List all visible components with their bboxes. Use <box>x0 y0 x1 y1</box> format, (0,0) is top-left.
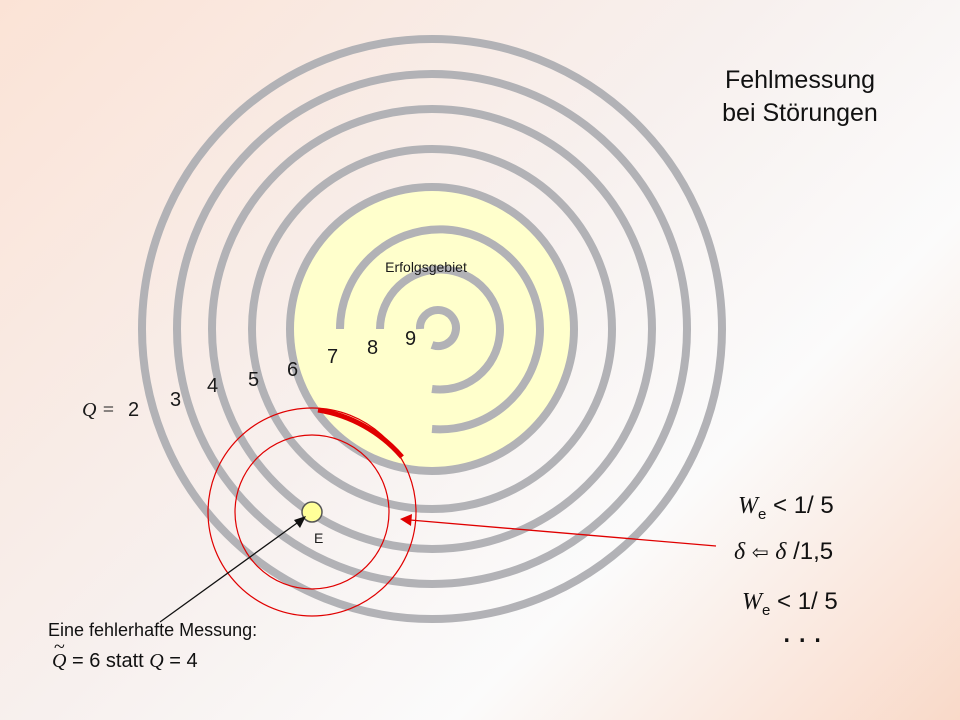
ring-9-spiral <box>415 306 460 350</box>
caption-line-2: ~ Q = 6 statt Q = 4 <box>52 636 198 673</box>
error-arc <box>317 407 404 459</box>
error-circle-outer <box>207 407 417 617</box>
formula-delta-d1: δ <box>734 539 746 565</box>
point-e-label: E <box>314 530 323 546</box>
caption-arrow <box>159 517 305 623</box>
formula-arrowhead <box>400 514 412 526</box>
formula-we-1-sub: e <box>758 505 767 523</box>
ring-label-7: 7 <box>327 346 338 368</box>
error-circle-inner <box>234 434 390 590</box>
ring-2 <box>138 35 726 623</box>
ring-label-5: 5 <box>248 369 259 391</box>
caption-line-1: Eine fehlerhafte Messung: <box>48 620 258 640</box>
formula-we-2-w: W <box>742 589 762 615</box>
success-area <box>290 187 574 471</box>
formula-we-2-rest: < 1/ 5 <box>770 588 838 615</box>
ring-label-4: 4 <box>207 375 218 397</box>
formula-delta-rest: /1,5 <box>786 538 834 565</box>
title: Fehlmessung bei Störungen <box>700 64 900 130</box>
formula-delta-arrow: ⇦ <box>751 542 769 564</box>
ring-7-spiral <box>336 225 544 434</box>
tilde-mark: ~ <box>54 636 65 658</box>
formula-we-1-rest: < 1/ 5 <box>766 492 834 519</box>
formula-we-2: We < 1/ 5 <box>742 588 838 619</box>
formula-delta: δ ⇦ δ /1,5 <box>734 538 833 566</box>
ring-3 <box>173 70 691 588</box>
ring-label-9: 9 <box>405 328 416 350</box>
formula-we-1: We < 1/ 5 <box>738 492 834 523</box>
caption-q-tilde: ~ Q <box>52 636 67 673</box>
caption-q: Q <box>149 650 164 672</box>
title-line-1: Fehlmessung <box>724 66 876 94</box>
formula-we-1-w: W <box>738 493 758 519</box>
title-line-2: bei Störungen <box>722 99 878 127</box>
caption-q-tilde-letter: Q <box>52 650 67 672</box>
caption-end: = 4 <box>163 650 198 672</box>
q-prefix: Q = <box>82 399 115 421</box>
success-label: Erfolgsgebiet <box>385 259 467 275</box>
ring-8-spiral <box>376 265 504 394</box>
formula-arrow <box>409 519 717 547</box>
caption-middle: = 6 statt <box>66 650 150 672</box>
caption-arrowhead <box>294 516 306 528</box>
ring-label-3: 3 <box>170 389 181 411</box>
ring-label-2: 2 <box>128 399 139 421</box>
ring-6 <box>286 183 578 475</box>
formula-we-2-sub: e <box>762 601 771 619</box>
ring-4 <box>208 105 656 553</box>
point-e <box>301 501 323 523</box>
ring-5 <box>248 145 616 513</box>
formula-delta-d2: δ <box>775 539 787 565</box>
ring-label-6: 6 <box>287 359 298 381</box>
ellipsis: ... <box>782 612 829 650</box>
ring-label-8: 8 <box>367 337 378 359</box>
